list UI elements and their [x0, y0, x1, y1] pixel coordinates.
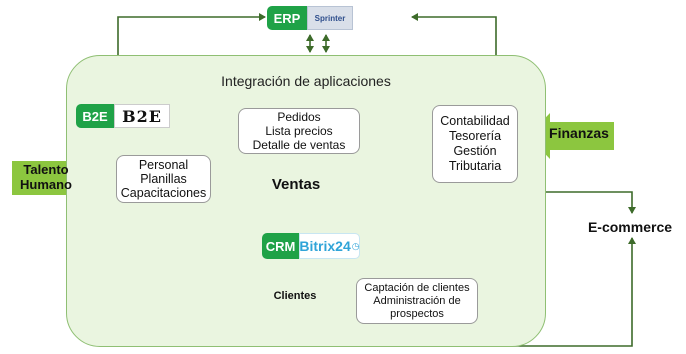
b2e-logo-text: B2E: [122, 106, 162, 126]
sprinter-logo: Sprinter: [307, 6, 353, 30]
bitrix24-logo-text: Bitrix24: [299, 238, 351, 254]
clients-box: Captación de clientes Administración de …: [356, 278, 478, 324]
ventas-label: Ventas: [271, 176, 321, 193]
finanzas-arrow: [528, 113, 614, 159]
accounting-line: Tributaria: [448, 159, 502, 173]
clock-icon: ◷: [351, 240, 360, 251]
accounting-line: Gestión: [453, 144, 497, 158]
talento-label-line: Talento: [23, 162, 69, 177]
talento-label-line: Humano: [20, 177, 72, 192]
b2e-badge: B2E: [76, 104, 114, 128]
panel-title: Integración de aplicaciones: [221, 73, 391, 89]
orders-line: Detalle de ventas: [252, 138, 346, 152]
clients-line: prospectos: [390, 307, 444, 320]
ecommerce-label: E-commerce: [587, 219, 673, 235]
personnel-line: Planillas: [140, 172, 187, 186]
personnel-line: Personal: [138, 158, 189, 172]
accounting-line: Tesorería: [448, 129, 502, 143]
personnel-line: Capacitaciones: [120, 186, 207, 200]
clientes-arrow-label: Clientes: [273, 290, 317, 302]
clients-line: Captación de clientes: [364, 281, 470, 294]
crm-badge: CRM: [262, 233, 299, 259]
erp-badge: ERP: [267, 6, 307, 30]
accounting-box: Contabilidad Tesorería Gestión Tributari…: [432, 105, 518, 183]
clients-line: Administración de: [373, 294, 461, 307]
bitrix24-logo: Bitrix24 ◷: [299, 233, 360, 259]
talento-humano-label: Talento Humano: [4, 162, 88, 192]
finanzas-label: Finanzas: [549, 125, 609, 141]
orders-line: Lista precios: [265, 124, 333, 138]
orders-box: Pedidos Lista precios Detalle de ventas: [238, 108, 360, 154]
orders-line: Pedidos: [277, 110, 321, 124]
personnel-box: Personal Planillas Capacitaciones: [116, 155, 211, 203]
sprinter-logo-text: Sprinter: [314, 13, 346, 23]
b2e-logo: B2E: [114, 104, 170, 128]
accounting-line: Contabilidad: [440, 114, 510, 128]
